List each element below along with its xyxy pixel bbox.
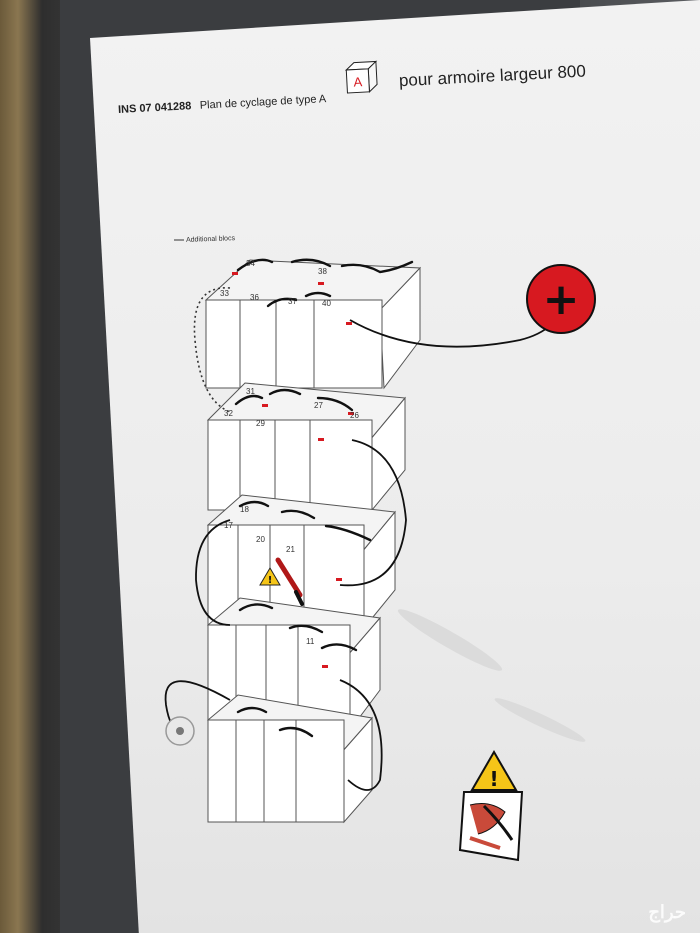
svg-text:+: + bbox=[543, 274, 580, 325]
cell-number: 20 bbox=[256, 535, 265, 544]
tier-2-3-cable bbox=[339, 439, 407, 587]
cell-number: 38 bbox=[318, 267, 327, 276]
cell-number: 36 bbox=[250, 293, 259, 302]
cell-number: 31 bbox=[246, 387, 255, 396]
tier-4-5-cable bbox=[339, 679, 383, 791]
site-watermark: حراج bbox=[648, 902, 686, 922]
cell-number: 40 bbox=[322, 299, 331, 308]
cell-number: 18 bbox=[240, 505, 249, 514]
battery-tier-2 bbox=[206, 382, 406, 512]
type-a-cube-icon: A bbox=[344, 60, 378, 94]
svg-text:!: ! bbox=[489, 767, 498, 791]
cell-number: 27 bbox=[314, 401, 323, 410]
cell-number: 26 bbox=[350, 411, 359, 420]
battery-tier-5 bbox=[206, 694, 373, 824]
sheet-header: INS 07 041288 Plan de cyclage de type A … bbox=[118, 60, 586, 118]
additional-blocs-link bbox=[193, 287, 231, 413]
cabinet-frame-left bbox=[0, 0, 60, 933]
svg-text:!: ! bbox=[268, 575, 273, 586]
cell-number: 11 bbox=[306, 637, 315, 646]
ground-terminal-icon bbox=[165, 716, 195, 746]
warning-triangle-icon: ! bbox=[259, 557, 304, 606]
hazard-sign-icon: ! bbox=[458, 750, 524, 862]
positive-terminal-icon: + bbox=[526, 264, 596, 334]
cell-number: 33 bbox=[220, 289, 229, 298]
cell-number: 34 bbox=[246, 259, 255, 268]
cell-number: 29 bbox=[256, 419, 265, 428]
cell-number: 37 bbox=[288, 297, 297, 306]
cell-number: 21 bbox=[286, 545, 295, 554]
cell-number: 17 bbox=[224, 521, 233, 530]
cell-number: 32 bbox=[224, 409, 233, 418]
battery-tier-1 bbox=[204, 259, 422, 390]
tier-3-4-cable bbox=[195, 519, 231, 626]
type-letter: A bbox=[353, 74, 363, 89]
